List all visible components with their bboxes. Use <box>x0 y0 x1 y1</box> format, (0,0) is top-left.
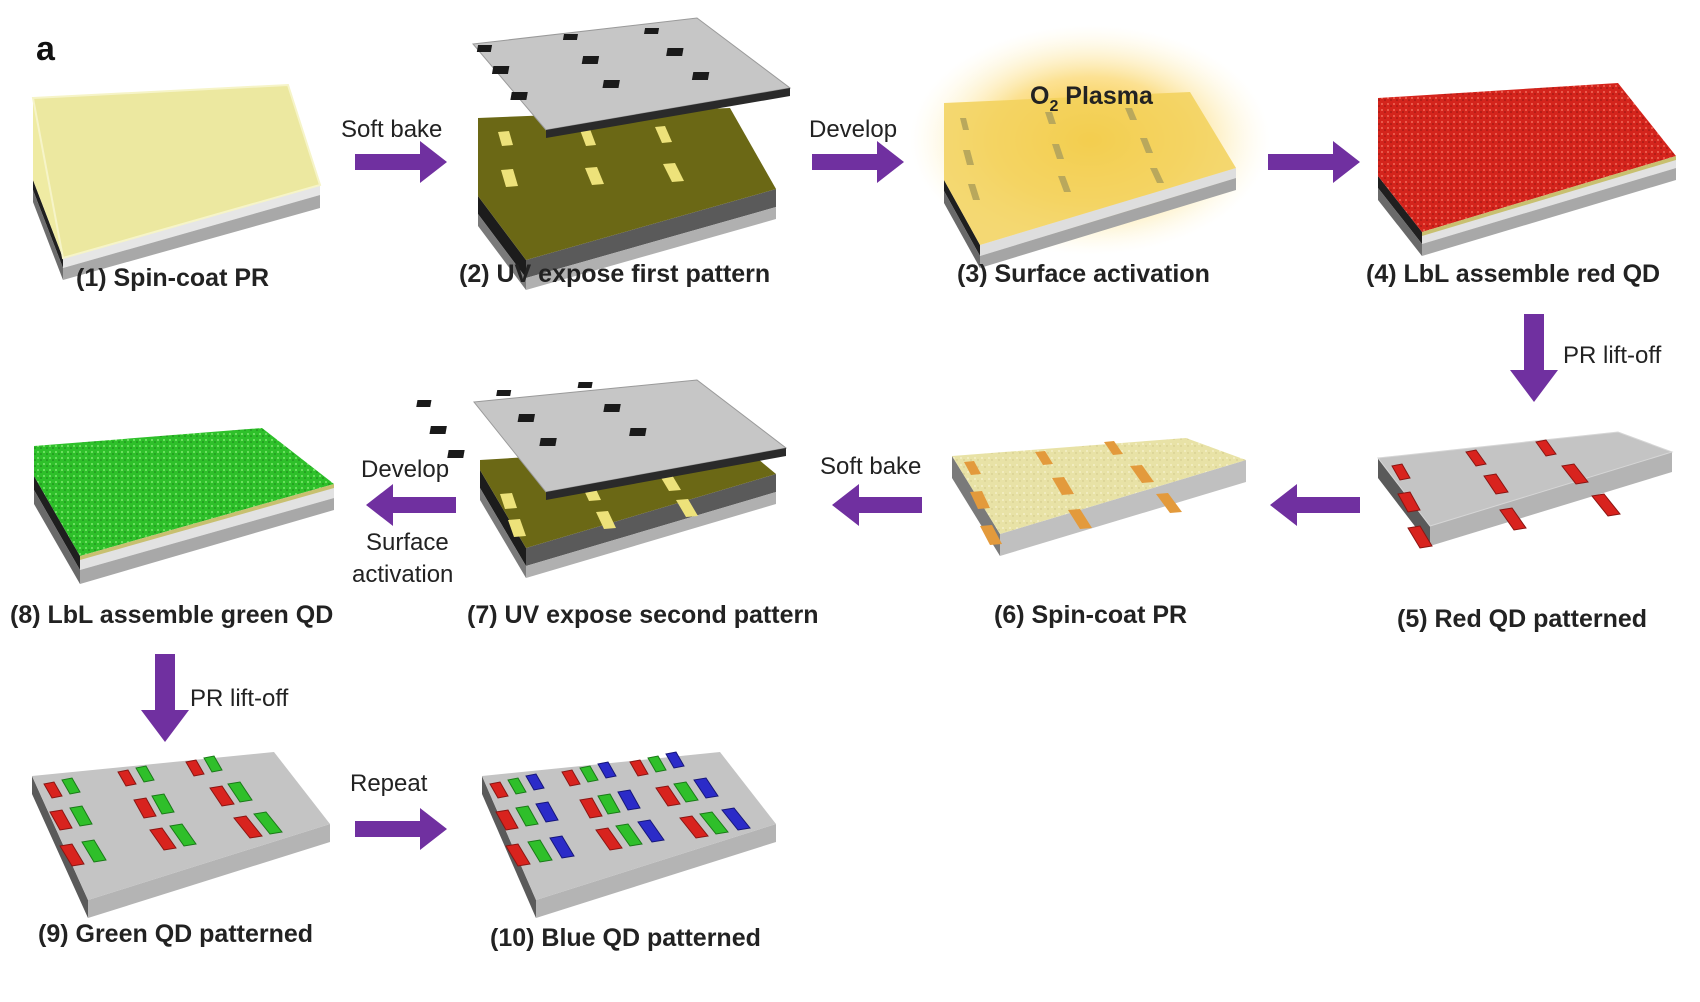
arrow-right-icon <box>812 141 904 183</box>
step-6-pr-coated <box>952 438 1246 556</box>
arrow-down-icon <box>1510 314 1558 402</box>
step-9-rg-patterned <box>32 752 330 918</box>
arrow-6-to-7: Soft bake <box>820 453 922 526</box>
step-1-substrate <box>31 83 322 280</box>
caption-step-4: (4) LbL assemble red QD <box>1366 260 1660 288</box>
svg-text:Soft bake: Soft bake <box>820 453 921 480</box>
arrow-9-to-10: Repeat <box>350 770 447 850</box>
step-8-green-layer <box>34 428 334 584</box>
step-5-red-patterned <box>1377 431 1674 549</box>
caption-step-8: (8) LbL assemble green QD <box>10 601 333 629</box>
arrow-3-to-4 <box>1268 141 1360 183</box>
step-10-rgb-patterned <box>482 751 776 918</box>
svg-text:PR lift-off: PR lift-off <box>190 685 289 712</box>
arrow-7-to-8: Develop Surface activation <box>352 456 456 588</box>
caption-step-3: (3) Surface activation <box>957 260 1210 288</box>
step-7-stack <box>416 379 788 578</box>
arrow-8-to-9: PR lift-off <box>141 654 289 742</box>
arrow-5-to-6 <box>1270 484 1360 526</box>
svg-text:Repeat: Repeat <box>350 770 428 797</box>
arrow-left-icon <box>366 484 456 526</box>
plasma-label: O2 Plasma <box>1030 82 1154 115</box>
arrow-down-icon <box>141 654 189 742</box>
step-2-stack <box>472 17 792 290</box>
svg-text:Soft bake: Soft bake <box>341 116 442 143</box>
caption-step-1: (1) Spin-coat PR <box>76 264 269 292</box>
arrow-right-icon <box>355 141 447 183</box>
step-4-red-layer <box>1378 83 1676 256</box>
caption-step-6: (6) Spin-coat PR <box>994 601 1187 629</box>
caption-step-5: (5) Red QD patterned <box>1397 605 1647 633</box>
arrow-2-to-3: Develop <box>809 116 904 183</box>
step-3-plasma: O2 Plasma <box>910 25 1270 268</box>
svg-text:Develop: Develop <box>809 116 897 143</box>
caption-step-7: (7) UV expose second pattern <box>467 601 818 629</box>
panel-letter: a <box>36 30 56 68</box>
arrow-left-icon <box>1270 484 1360 526</box>
caption-step-2: (2) UV expose first pattern <box>459 260 770 288</box>
svg-text:PR lift-off: PR lift-off <box>1563 342 1662 369</box>
arrow-4-to-5: PR lift-off <box>1510 314 1662 402</box>
svg-text:Develop: Develop <box>361 456 449 483</box>
caption-step-10: (10) Blue QD patterned <box>490 924 761 952</box>
arrow-left-icon <box>832 484 922 526</box>
arrow-right-icon <box>355 808 447 850</box>
svg-text:Surface: Surface <box>366 529 449 556</box>
arrow-right-icon <box>1268 141 1360 183</box>
caption-step-9: (9) Green QD patterned <box>38 920 313 948</box>
arrow-1-to-2: Soft bake <box>341 116 447 183</box>
svg-text:activation: activation <box>352 561 453 588</box>
